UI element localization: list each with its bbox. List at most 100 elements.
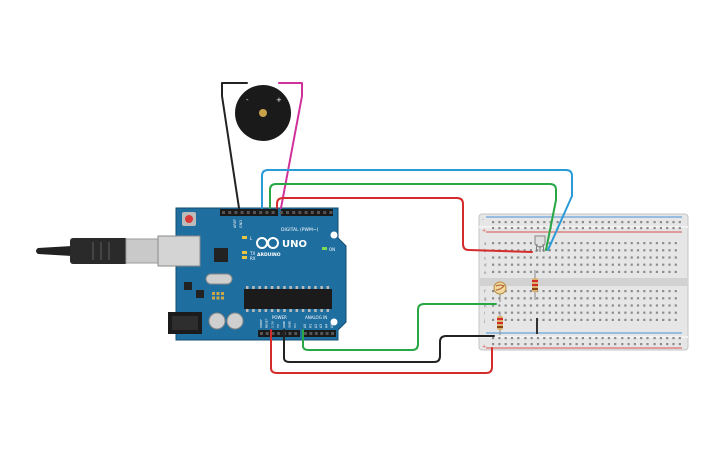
breadboard-hole[interactable]	[586, 270, 589, 273]
breadboard-hole[interactable]	[517, 221, 520, 224]
breadboard-hole[interactable]	[555, 304, 558, 307]
breadboard-hole[interactable]	[655, 263, 658, 266]
breadboard-hole[interactable]	[548, 318, 551, 321]
breadboard-hole[interactable]	[599, 304, 602, 307]
breadboard-hole[interactable]	[636, 304, 640, 307]
breadboard-hole[interactable]	[567, 297, 570, 300]
breadboard-hole[interactable]	[523, 297, 526, 300]
breadboard-hole[interactable]	[672, 227, 675, 230]
breadboard-hole[interactable]	[630, 311, 633, 314]
breadboard-hole[interactable]	[498, 311, 501, 314]
breadboard-hole[interactable]	[668, 290, 671, 293]
breadboard-hole[interactable]	[492, 227, 495, 230]
breadboard-hole[interactable]	[672, 343, 675, 346]
breadboard-hole[interactable]	[653, 337, 656, 340]
breadboard-hole[interactable]	[668, 263, 671, 266]
header-pin[interactable]	[331, 332, 334, 335]
breadboard-hole[interactable]	[569, 227, 572, 230]
header-pin[interactable]	[271, 332, 275, 335]
breadboard-hole[interactable]	[517, 343, 520, 346]
breadboard-hole[interactable]	[529, 304, 532, 307]
breadboard-hole[interactable]	[666, 227, 669, 230]
breadboard-hole[interactable]	[492, 304, 495, 307]
breadboard-hole[interactable]	[630, 242, 633, 245]
breadboard-hole[interactable]	[555, 311, 558, 314]
breadboard-hole[interactable]	[588, 343, 592, 346]
breadboard-hole[interactable]	[529, 242, 532, 245]
breadboard-hole[interactable]	[649, 263, 652, 266]
breadboard-hole[interactable]	[510, 290, 514, 293]
breadboard-hole[interactable]	[556, 337, 559, 340]
breadboard-hole[interactable]	[567, 249, 570, 252]
breadboard-hole[interactable]	[643, 304, 646, 307]
header-pin[interactable]	[271, 211, 275, 214]
breadboard-hole[interactable]	[573, 270, 577, 273]
breadboard-hole[interactable]	[510, 311, 514, 314]
breadboard-hole[interactable]	[668, 311, 671, 314]
breadboard-hole[interactable]	[561, 318, 564, 321]
wire-5v[interactable]	[270, 329, 493, 374]
breadboard-hole[interactable]	[492, 343, 495, 346]
breadboard-hole[interactable]	[640, 337, 643, 340]
breadboard-hole[interactable]	[621, 227, 624, 230]
breadboard-hole[interactable]	[672, 221, 675, 224]
breadboard-hole[interactable]	[599, 290, 602, 293]
header-pin[interactable]	[260, 332, 263, 335]
breadboard-hole[interactable]	[580, 297, 583, 300]
breadboard-hole[interactable]	[674, 249, 677, 252]
breadboard-hole[interactable]	[633, 337, 636, 340]
breadboard-hole[interactable]	[510, 337, 514, 340]
breadboard-hole[interactable]	[655, 311, 658, 314]
breadboard-hole[interactable]	[510, 221, 514, 224]
header-pin[interactable]	[317, 211, 320, 214]
breadboard-hole[interactable]	[517, 318, 520, 321]
breadboard-hole[interactable]	[624, 297, 627, 300]
breadboard-hole[interactable]	[674, 242, 677, 245]
breadboard-hole[interactable]	[599, 270, 602, 273]
breadboard-hole[interactable]	[548, 249, 551, 252]
breadboard-hole[interactable]	[517, 290, 520, 293]
breadboard-hole[interactable]	[517, 242, 520, 245]
breadboard-hole[interactable]	[646, 343, 649, 346]
breadboard-hole[interactable]	[662, 290, 665, 293]
breadboard-hole[interactable]	[643, 242, 646, 245]
breadboard-hole[interactable]	[630, 318, 633, 321]
wire-gnd[interactable]	[283, 329, 495, 363]
breadboard-hole[interactable]	[653, 221, 656, 224]
breadboard-hole[interactable]	[592, 256, 595, 259]
breadboard-hole[interactable]	[630, 263, 633, 266]
breadboard-hole[interactable]	[524, 227, 527, 230]
breadboard-hole[interactable]	[649, 256, 652, 259]
breadboard-hole[interactable]	[529, 290, 532, 293]
breadboard-hole[interactable]	[504, 242, 507, 245]
breadboard-hole[interactable]	[611, 249, 614, 252]
breadboard-hole[interactable]	[548, 311, 551, 314]
breadboard-hole[interactable]	[599, 318, 602, 321]
breadboard-hole[interactable]	[624, 270, 627, 273]
breadboard-hole[interactable]	[674, 270, 677, 273]
breadboard-hole[interactable]	[636, 242, 640, 245]
breadboard-hole[interactable]	[655, 290, 658, 293]
breadboard-hole[interactable]	[649, 242, 652, 245]
breadboard-hole[interactable]	[678, 227, 681, 230]
breadboard-hole[interactable]	[498, 263, 501, 266]
breadboard-hole[interactable]	[543, 337, 546, 340]
breadboard-hole[interactable]	[618, 304, 621, 307]
breadboard-hole[interactable]	[536, 304, 539, 307]
breadboard-hole[interactable]	[504, 297, 507, 300]
breadboard-hole[interactable]	[498, 337, 501, 340]
wire-green-a0[interactable]	[302, 303, 497, 351]
breadboard-hole[interactable]	[592, 290, 595, 293]
breadboard-hole[interactable]	[614, 221, 617, 224]
breadboard-hole[interactable]	[561, 304, 564, 307]
breadboard-hole[interactable]	[548, 270, 551, 273]
breadboard-hole[interactable]	[581, 227, 584, 230]
breadboard-hole[interactable]	[581, 337, 584, 340]
breadboard-hole[interactable]	[662, 270, 665, 273]
breadboard-hole[interactable]	[561, 290, 564, 293]
breadboard-hole[interactable]	[655, 242, 658, 245]
breadboard-hole[interactable]	[569, 221, 572, 224]
breadboard-hole[interactable]	[575, 227, 578, 230]
breadboard-hole[interactable]	[586, 311, 589, 314]
breadboard-hole[interactable]	[630, 297, 633, 300]
